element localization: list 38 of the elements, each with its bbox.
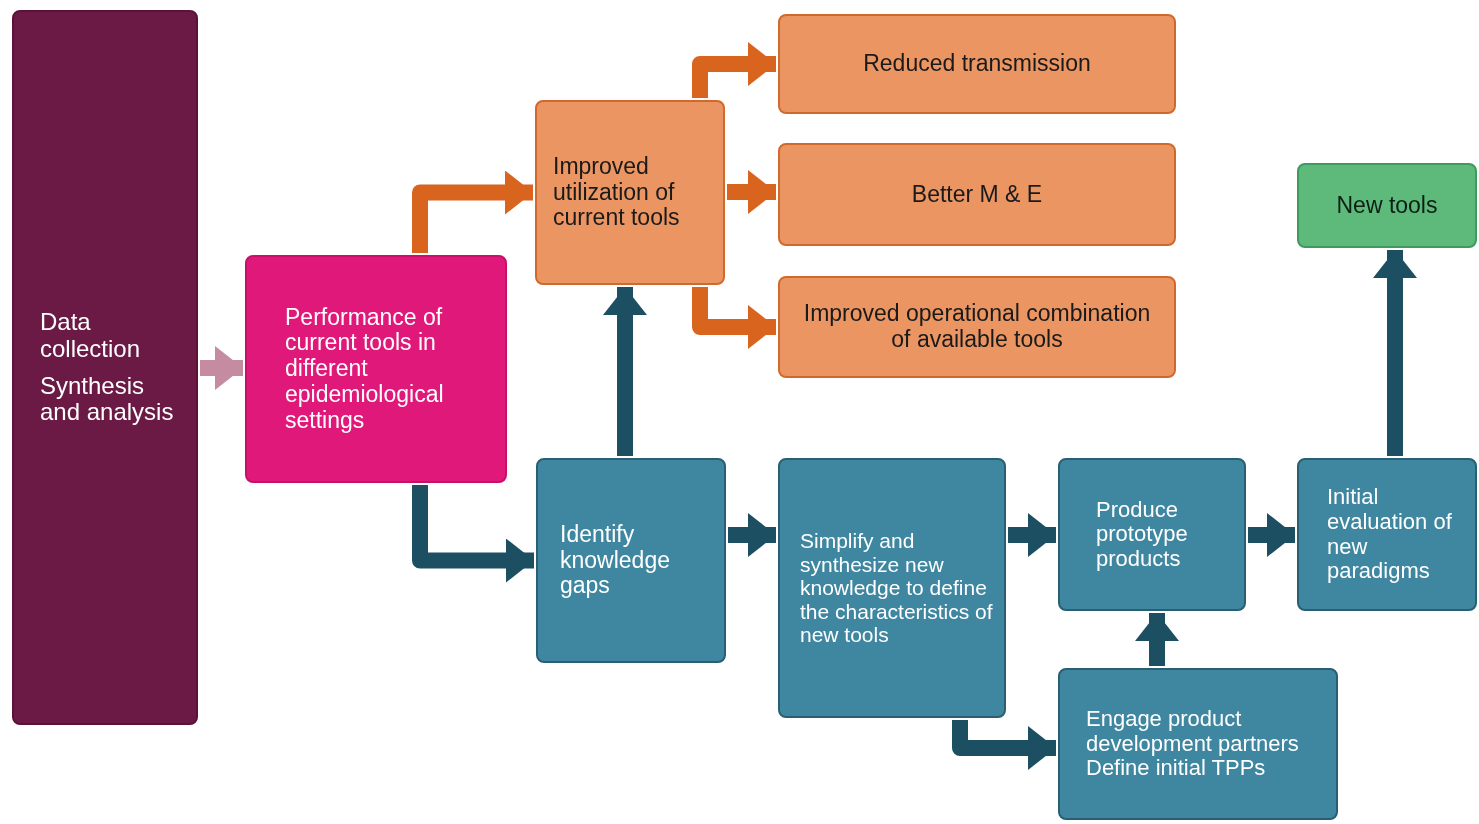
process-box	[1058, 458, 1246, 611]
process-box	[1297, 458, 1477, 611]
box-label: Better M & E	[911, 181, 1043, 208]
arrow	[952, 720, 1056, 770]
box-label: Define initial TPPs	[1086, 756, 1266, 781]
process-box	[536, 458, 726, 663]
process-box	[778, 458, 1006, 718]
box-label: Produce prototype products	[1096, 497, 1189, 572]
box-label: Reduced transmission	[863, 51, 1091, 77]
box-label: Initial evaluation of new paradigms	[1327, 485, 1453, 584]
box-label: Performance of current tools in different epidemiological settings	[285, 304, 445, 434]
box-label: Simplify and synthesize new knowledge to define the characteristics of new tools	[800, 529, 994, 647]
box-label: New tools	[1336, 192, 1438, 219]
process-box	[1058, 668, 1338, 820]
arrow	[727, 170, 776, 214]
process-box	[778, 14, 1176, 114]
arrow	[692, 42, 776, 98]
process-box	[12, 10, 198, 725]
box-label: Engage product development partners	[1086, 707, 1300, 757]
process-box	[1297, 163, 1477, 248]
arrow	[1373, 250, 1417, 456]
arrow	[1008, 513, 1056, 557]
arrow	[412, 485, 534, 583]
arrow	[1248, 513, 1295, 557]
arrow	[1135, 613, 1179, 666]
box-label: Synthesis and analysis	[40, 372, 175, 427]
arrow	[200, 346, 243, 390]
arrow	[603, 287, 647, 456]
box-label: Improved utilization of current tools	[553, 153, 681, 232]
box-label: Improved operational combination of available tools	[802, 301, 1152, 353]
box-label: Identify knowledge gaps	[560, 521, 671, 600]
process-box	[778, 276, 1176, 378]
process-box	[245, 255, 507, 483]
process-box	[778, 143, 1176, 246]
box-label: Data collection	[40, 308, 142, 363]
arrow	[728, 513, 776, 557]
arrow	[692, 287, 776, 349]
process-box	[535, 100, 725, 285]
